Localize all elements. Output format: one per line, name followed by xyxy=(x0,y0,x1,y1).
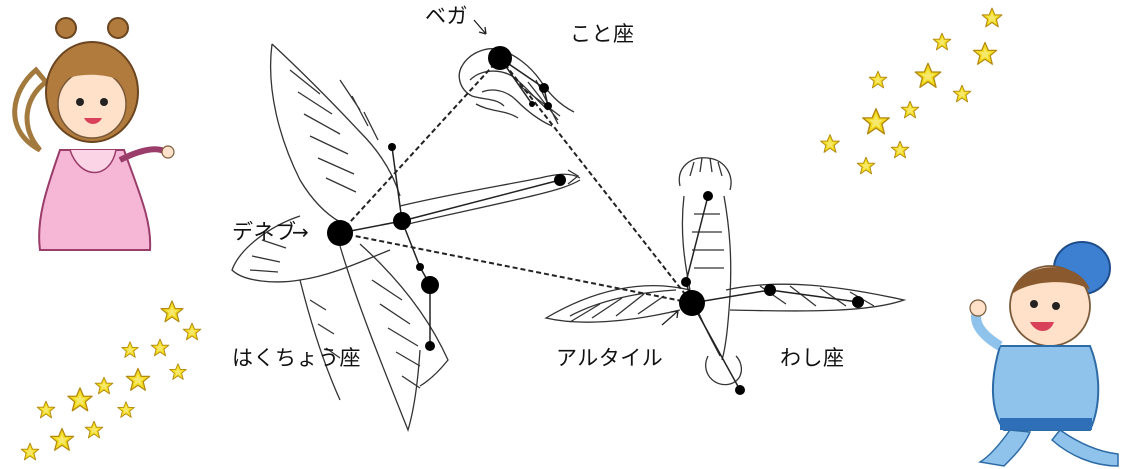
star-cygnus-4 xyxy=(425,341,435,351)
star-cygnus-albireo xyxy=(554,174,566,186)
label-cygnus: はくちょう座 xyxy=(232,346,361,370)
triangle-line-deneb-altair xyxy=(339,232,693,304)
star-trail-top-right xyxy=(820,7,1003,175)
star-aquila-3 xyxy=(764,284,776,296)
hikoboshi-illustration xyxy=(969,241,1119,467)
cygnus-lines xyxy=(339,146,561,346)
lyra-illustration xyxy=(458,48,575,127)
star-altair xyxy=(679,290,705,316)
star-lyra-2 xyxy=(544,102,552,110)
triangle-line-vega-deneb xyxy=(339,57,501,234)
label-lyra: こと座 xyxy=(570,22,635,46)
label-altair: アルタイル xyxy=(556,346,664,370)
star-lyra-1 xyxy=(539,83,549,93)
star-deneb xyxy=(327,220,353,246)
label-vega: ベガ xyxy=(425,4,468,28)
star-aquila-2 xyxy=(681,277,691,287)
star-trail-bottom-left xyxy=(20,300,202,461)
orihime-illustration xyxy=(12,17,175,251)
star-aquila-1 xyxy=(703,191,713,201)
star-cygnus-1 xyxy=(388,143,396,151)
star-cygnus-3 xyxy=(421,276,439,294)
summer-triangle xyxy=(339,57,693,304)
star-aquila-5 xyxy=(735,385,745,395)
triangle-line-vega-altair xyxy=(499,57,693,304)
star-markers xyxy=(327,46,864,395)
label-aquila: わし座 xyxy=(780,346,845,370)
vega-arrow xyxy=(473,19,487,35)
deneb-arrow: → xyxy=(292,220,309,244)
swan-illustration xyxy=(231,43,581,432)
star-vega xyxy=(488,46,512,70)
pointer-arrows xyxy=(473,19,679,326)
star-cygnus-2 xyxy=(416,263,424,271)
star-aquila-4 xyxy=(852,296,864,308)
altair-arrow xyxy=(661,310,679,326)
star-cygnus-sadr xyxy=(393,212,411,230)
star-lyra-3 xyxy=(529,101,535,107)
label-deneb: デネブ xyxy=(232,220,297,244)
